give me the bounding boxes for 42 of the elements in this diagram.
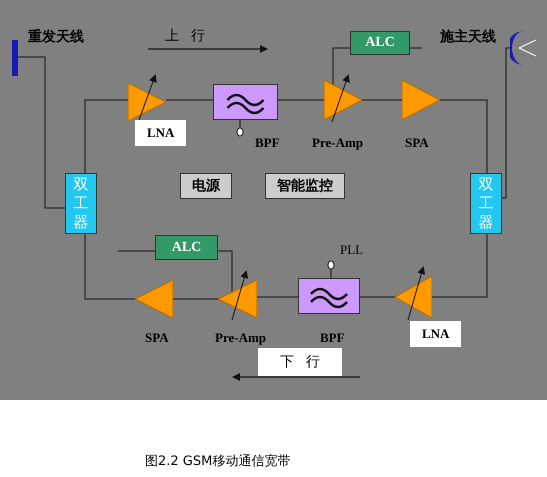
duplexer-box: 双工器 — [470, 173, 502, 234]
caption: 图2.2 GSM移动通信宽带 — [145, 453, 290, 470]
amplifier-triangle — [395, 276, 432, 318]
connector-line — [84, 234, 136, 300]
component-label: SPA — [145, 330, 169, 346]
duplexer-box: 双工器 — [65, 173, 97, 234]
band-pass-filter-box — [298, 278, 360, 314]
amplifier-triangle — [324, 80, 362, 120]
connector-line — [256, 296, 298, 298]
connector-line — [440, 100, 488, 174]
module-box: 智能监控 — [265, 173, 345, 199]
component-label: BPF — [320, 330, 345, 346]
connector-line — [118, 250, 156, 252]
connector-line — [18, 56, 66, 208]
connector-line — [502, 48, 512, 198]
antenna-icon — [12, 40, 18, 76]
band-pass-filter-box — [213, 84, 278, 120]
dish-antenna-icon — [510, 30, 536, 66]
amplifier-triangle — [402, 80, 440, 120]
component-label: BPF — [255, 135, 280, 151]
connector-line — [172, 298, 218, 300]
component-label: LNA — [135, 120, 186, 146]
connector-line — [332, 48, 350, 86]
connector-line — [360, 296, 396, 298]
component-label: Pre-Amp — [215, 330, 266, 346]
component-label: 施主天线 — [440, 28, 496, 46]
component-label: Pre-Amp — [312, 135, 364, 151]
signal-label: PLL — [340, 242, 364, 258]
amplifier-triangle — [135, 280, 173, 318]
module-box: ALC — [350, 31, 410, 55]
direction-label: 上行 — [165, 27, 217, 45]
connector-line — [218, 250, 232, 292]
amplifier-triangle — [128, 83, 166, 121]
module-box: 电源 — [180, 173, 232, 199]
component-label: LNA — [410, 321, 462, 347]
connector-line — [84, 100, 128, 174]
module-box: ALC — [155, 235, 218, 260]
amplifier-triangle — [218, 280, 257, 318]
component-label: SPA — [405, 135, 429, 151]
connector-line — [432, 234, 488, 298]
direction-label: 下行 — [258, 348, 342, 376]
component-label: 重发天线 — [28, 28, 84, 46]
